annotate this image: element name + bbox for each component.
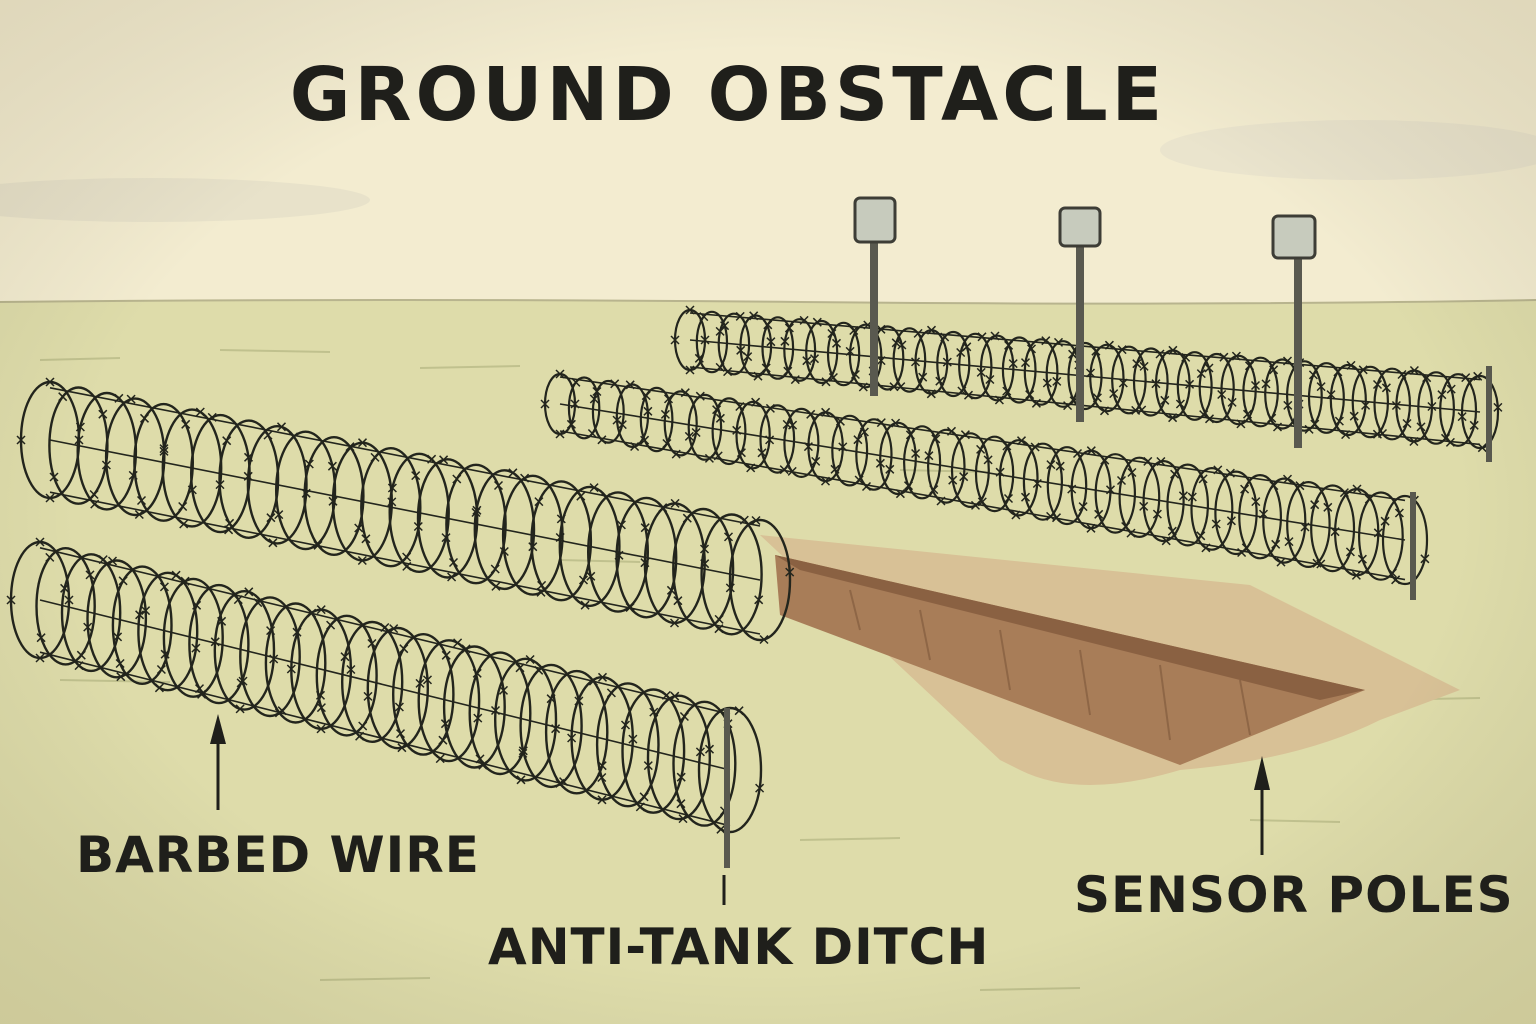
label-barbed-wire: BARBED WIRE (76, 826, 480, 884)
label-sensor-poles: SENSOR POLES (1074, 866, 1514, 924)
diagram-title: GROUND OBSTACLE (289, 52, 1167, 138)
label-anti-tank-ditch: ANTI-TANK DITCH (488, 918, 990, 976)
